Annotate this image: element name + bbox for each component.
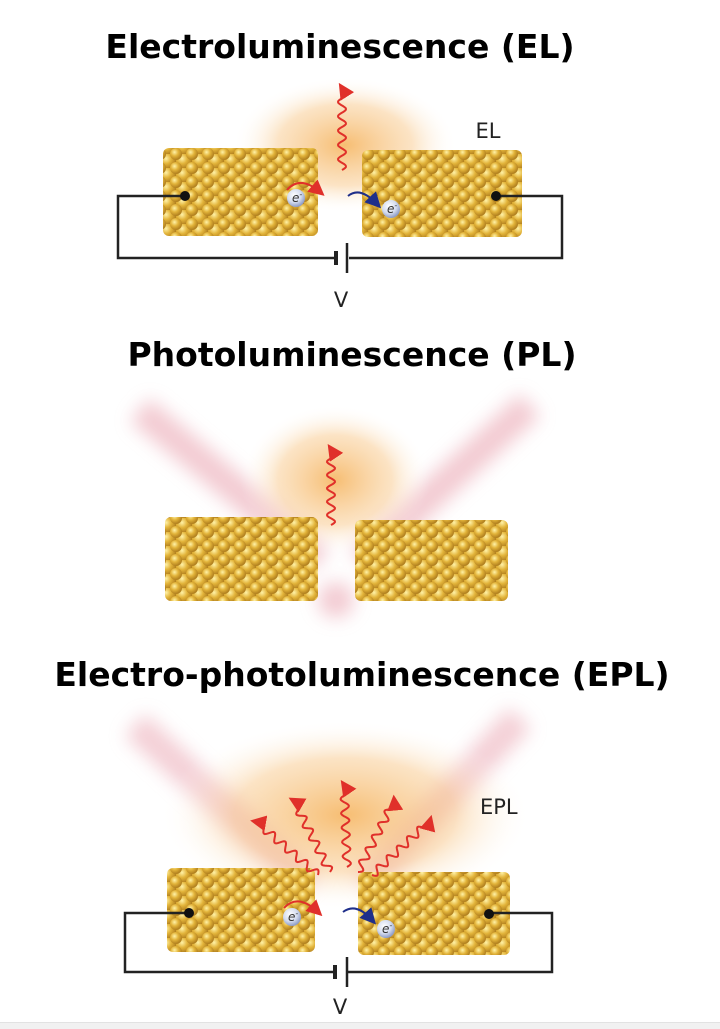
panel-title: Electro-photoluminescence (EPL) xyxy=(54,655,669,694)
svg-text:e-: e- xyxy=(292,190,302,205)
left-electrode-nanoparticles xyxy=(165,517,318,601)
electron-icon: e- xyxy=(377,920,395,938)
svg-text:e-: e- xyxy=(382,921,392,936)
svg-text:e-: e- xyxy=(288,909,298,924)
photon-arrow xyxy=(288,797,334,873)
photon-arrow xyxy=(250,815,320,876)
panel-photoluminescence: Photoluminescence (PL) xyxy=(127,335,577,618)
emission-label: EL xyxy=(476,119,501,143)
circuit-wire xyxy=(123,911,554,974)
electron-hop-arrow xyxy=(286,179,325,196)
right-electrode-nanoparticles xyxy=(362,150,522,237)
photon-arrow xyxy=(336,82,355,171)
panel-electro-photoluminescence: V EPL e- e- Electro-photoluminescence (E… xyxy=(54,655,669,1019)
panel-electroluminescence: V EL e- e- Electroluminescence (EL) xyxy=(105,27,574,312)
right-electrode-nanoparticles xyxy=(355,520,508,601)
emission-glow xyxy=(160,720,530,910)
bottom-divider xyxy=(0,1022,720,1029)
battery-icon xyxy=(334,243,349,273)
battery-icon xyxy=(333,957,349,987)
photon-arrow xyxy=(357,794,404,873)
circuit-wire xyxy=(116,194,564,260)
voltage-label: V xyxy=(334,288,349,312)
svg-text:e-: e- xyxy=(387,201,397,216)
panel-title: Photoluminescence (PL) xyxy=(127,335,576,374)
electron-icon: e- xyxy=(283,908,301,926)
contact-dot xyxy=(484,909,494,919)
photon-arrow xyxy=(325,444,344,526)
left-electrode-nanoparticles xyxy=(167,868,315,952)
left-electrode-nanoparticles xyxy=(163,148,318,236)
electron-hop-arrow xyxy=(283,899,323,917)
voltage-label: V xyxy=(333,995,348,1019)
emission-label: EPL xyxy=(480,795,518,819)
electron-hop-arrow xyxy=(347,191,382,209)
electron-icon: e- xyxy=(382,200,400,218)
right-electrode-nanoparticles xyxy=(358,872,510,955)
contact-dot xyxy=(491,191,501,201)
panel-title: Electroluminescence (EL) xyxy=(105,27,574,66)
electron-hop-arrow xyxy=(342,907,376,925)
photon-arrow xyxy=(339,780,357,868)
contact-dot xyxy=(180,191,190,201)
photon-arrow xyxy=(371,814,436,877)
electron-icon: e- xyxy=(287,189,305,207)
contact-dot xyxy=(184,908,194,918)
